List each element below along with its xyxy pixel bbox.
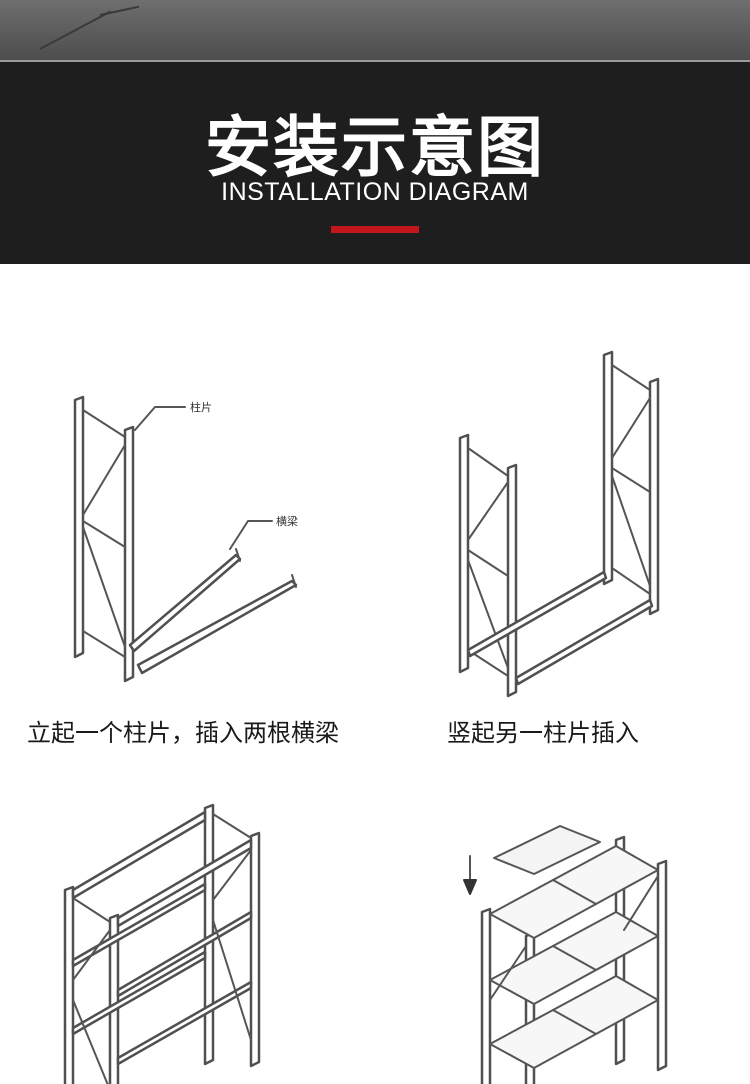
upright-post (648, 377, 660, 616)
concrete-crack (39, 10, 112, 50)
beam-hook (291, 574, 297, 588)
upright-diagonal (489, 945, 527, 1001)
upright-brace (611, 467, 651, 493)
upright-label: 柱片 (190, 400, 212, 414)
page-title: 安装示意图 (205, 109, 545, 186)
step-2-caption: 竖起另一柱片插入 (447, 719, 639, 747)
beam (71, 810, 207, 900)
upright-diagonal (623, 875, 659, 931)
beam (71, 950, 207, 1036)
upright-brace (611, 567, 651, 595)
beam (466, 570, 608, 658)
upright-brace (212, 813, 252, 839)
upright-diagonal (611, 397, 651, 459)
shelf-panel-seam (552, 945, 597, 971)
upright-diagonal (467, 481, 509, 541)
upright-post (506, 463, 518, 698)
down-arrow-icon (463, 879, 477, 895)
upright-post (123, 425, 135, 683)
upright-brace (611, 364, 651, 391)
beam (116, 980, 253, 1066)
upright-post (656, 859, 668, 1072)
upright-brace (467, 447, 509, 477)
upright-brace (72, 897, 111, 923)
upright-brace (82, 520, 126, 548)
upright-diagonal (82, 526, 126, 648)
step-4-diagram (463, 825, 668, 1084)
header-banner: 安装示意图 INSTALLATION DIAGRAM (0, 60, 750, 264)
upright-diagonal (72, 929, 111, 981)
upright-post (602, 350, 614, 586)
beam (514, 598, 654, 686)
beam-label: 横梁 (276, 514, 298, 528)
upright-post (480, 907, 492, 1084)
beam (71, 882, 207, 968)
shelf-panel-seam (552, 879, 597, 905)
upright-post (249, 831, 261, 1068)
top-photo-strip (0, 0, 750, 60)
upright-diagonal (212, 849, 252, 901)
shelf-panel (493, 825, 601, 875)
step-3-diagram (63, 803, 261, 1084)
upright-post (63, 885, 75, 1084)
upright-diagonal (82, 444, 126, 516)
upright-brace (467, 549, 509, 577)
upright-post (458, 433, 470, 674)
upright-diagonal (611, 475, 651, 587)
concrete-crack (99, 5, 140, 16)
beam (116, 838, 253, 928)
upright-diagonal (467, 559, 509, 669)
upright-post (108, 913, 120, 1084)
upright-diagonal (72, 999, 109, 1084)
upright-brace (82, 630, 126, 658)
title-accent-bar (331, 226, 419, 233)
beam (128, 553, 242, 653)
upright-callout-line (134, 406, 186, 431)
upright-brace (82, 409, 126, 438)
beam-callout-line (229, 520, 273, 550)
step-1-diagram: 柱片 横梁 (73, 395, 298, 683)
beam-hook (235, 548, 241, 562)
shelf-panel-seam (552, 1009, 597, 1035)
upright-post (73, 395, 85, 659)
step-1-caption: 立起一个柱片，插入两根横梁 (27, 719, 339, 747)
step-2-diagram (458, 350, 660, 698)
page-subtitle: INSTALLATION DIAGRAM (221, 178, 529, 206)
upright-diagonal (212, 919, 252, 1041)
